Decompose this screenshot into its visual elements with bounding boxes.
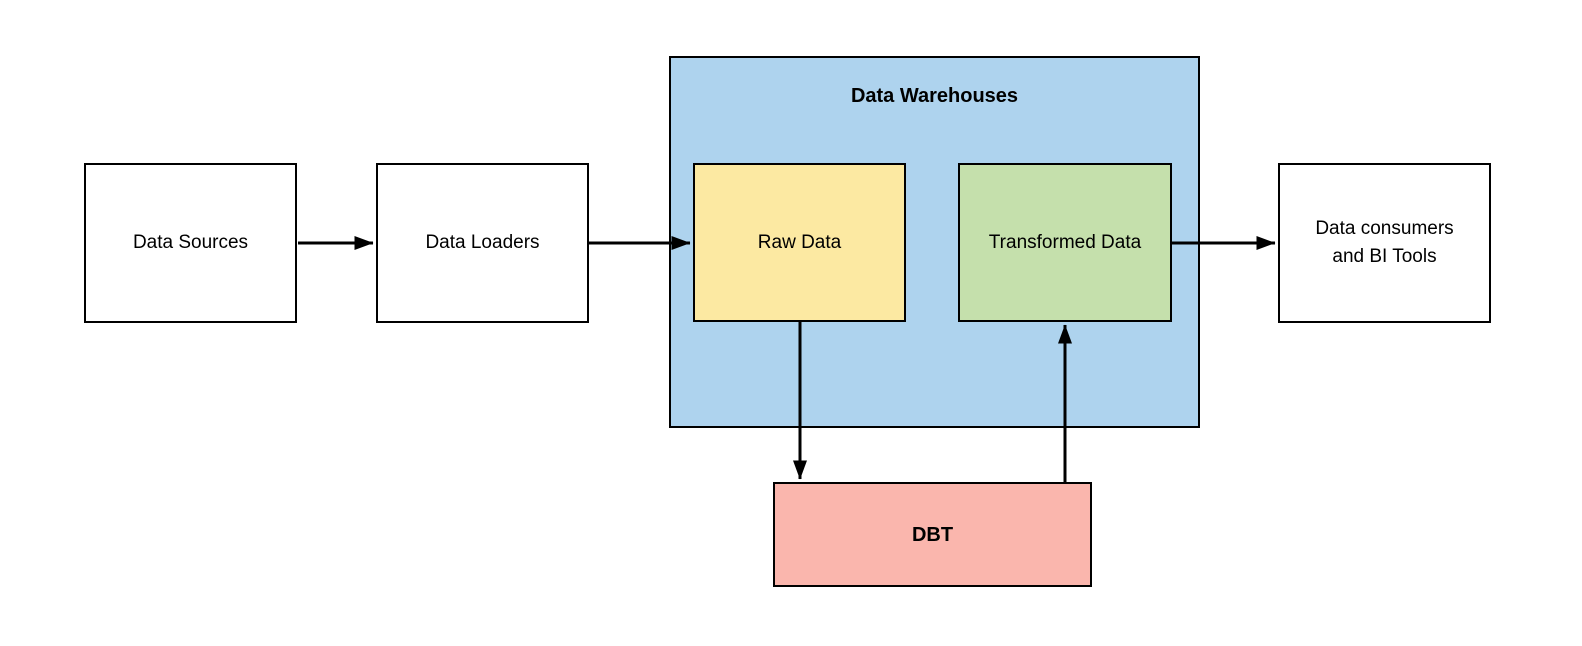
- data-consumers-label-line2: and BI Tools: [1332, 246, 1437, 267]
- raw-data-node: Raw Data: [693, 163, 906, 322]
- data-loaders-label: Data Loaders: [425, 232, 540, 253]
- data-loaders-node: Data Loaders: [376, 163, 589, 323]
- dbt-node: DBT: [773, 482, 1092, 587]
- raw-data-label: Raw Data: [757, 231, 842, 253]
- transformed-data-label: Transformed Data: [988, 231, 1142, 253]
- transformed-data-node: Transformed Data: [958, 163, 1172, 322]
- data-sources-node: Data Sources: [84, 163, 297, 323]
- data-consumers-label: Data consumers and BI Tools: [1305, 215, 1463, 271]
- data-sources-label: Data Sources: [132, 232, 249, 253]
- dbt-label: DBT: [911, 523, 954, 546]
- data-warehouses-title: Data Warehouses: [850, 85, 1019, 107]
- data-consumers-node: Data consumers and BI Tools: [1278, 163, 1491, 323]
- data-consumers-label-line1: Data consumers: [1315, 218, 1454, 239]
